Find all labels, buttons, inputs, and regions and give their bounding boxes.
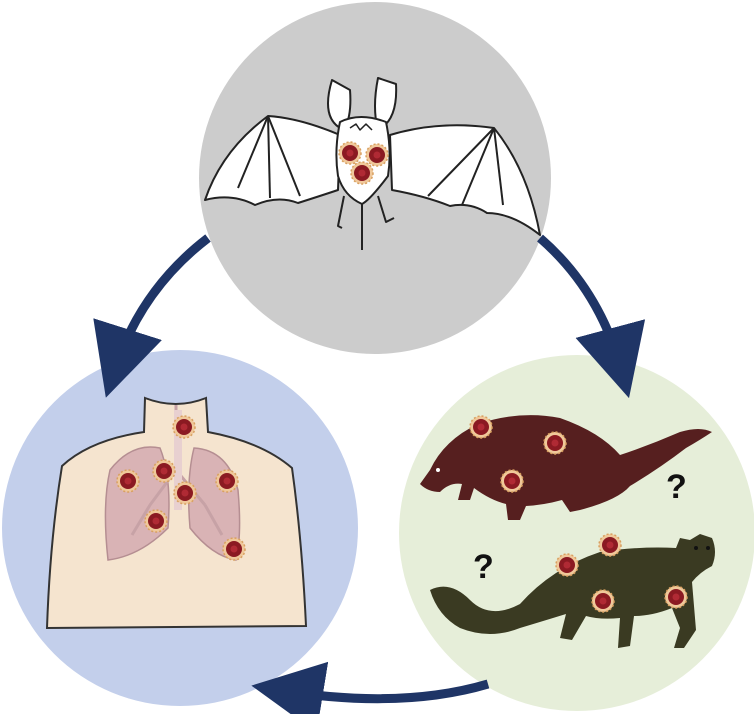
bat-icon xyxy=(204,77,541,250)
virus-particle-icon xyxy=(664,585,688,609)
pangolin-uncertain-label: ? xyxy=(666,468,687,506)
civet-uncertain-label: ? xyxy=(473,548,494,586)
virus-particle-icon xyxy=(222,537,246,561)
virus-particle-icon xyxy=(215,469,239,493)
virus-particle-icon xyxy=(152,459,176,483)
virus-particle-icon xyxy=(172,415,196,439)
virus-particle-icon xyxy=(116,469,140,493)
virus-particle-icon xyxy=(543,431,567,455)
pangolin-icon xyxy=(420,415,712,520)
virus-particle-icon xyxy=(350,161,374,185)
arrow-bat-to-human xyxy=(93,234,211,398)
virus-particle-icon xyxy=(338,141,362,165)
virus-particle-icon xyxy=(144,509,168,533)
arrow-intermediate-hosts-to-human xyxy=(251,661,490,714)
virus-particle-icon xyxy=(365,143,389,167)
virus-particle-icon xyxy=(591,589,615,613)
arrow-bat-to-intermediate-hosts xyxy=(537,234,646,399)
virus-particle-icon xyxy=(500,469,524,493)
virus-particle-icon xyxy=(555,553,579,577)
civet-icon xyxy=(430,534,715,648)
virus-particle-icon xyxy=(173,481,197,505)
virus-particle-icon xyxy=(469,415,493,439)
virus-particle-icon xyxy=(598,533,622,557)
intermediate-hosts-node-circle xyxy=(399,355,754,711)
